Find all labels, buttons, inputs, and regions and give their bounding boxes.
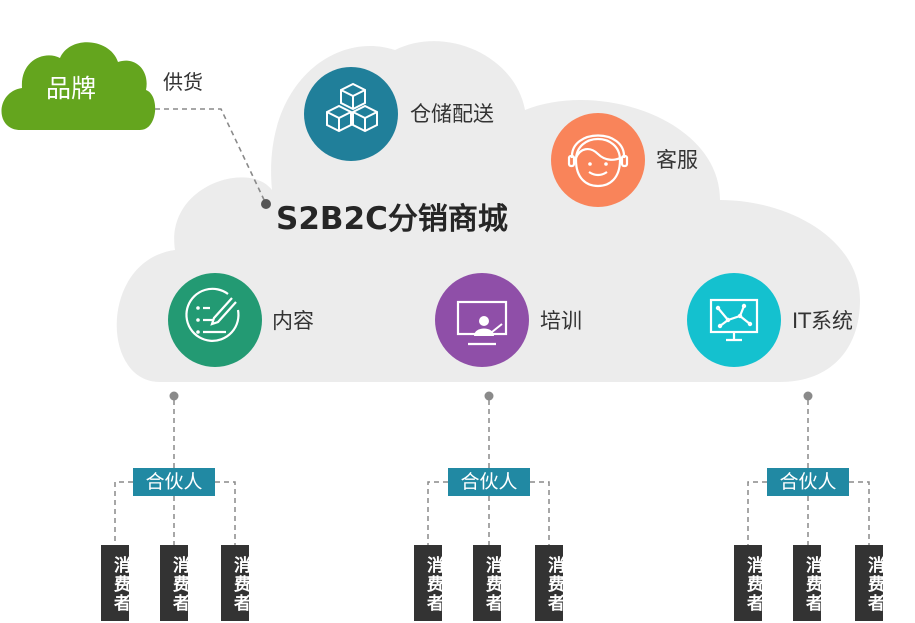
branch-connector xyxy=(114,481,133,545)
platform-title-zh: 分销商城 xyxy=(387,202,508,237)
partner-box: 合伙人 xyxy=(448,468,530,496)
branch-connector xyxy=(849,481,870,545)
boxes-icon xyxy=(304,67,398,161)
main-cloud xyxy=(116,41,860,383)
service-label-content: 内容 xyxy=(272,309,314,333)
branch-connector xyxy=(530,481,550,545)
consumer-box: 消费者 xyxy=(855,545,884,621)
content-edit-icon xyxy=(168,273,262,367)
headset-agent-icon xyxy=(551,113,645,207)
consumer-box: 消费者 xyxy=(221,545,250,621)
service-label-support: 客服 xyxy=(656,148,698,172)
branch-dot xyxy=(169,391,179,401)
platform-title-latin: S2B2C xyxy=(276,201,388,237)
branch-dot xyxy=(484,391,494,401)
consumer-box: 消费者 xyxy=(101,545,130,621)
branch-connector xyxy=(215,481,236,545)
supply-label: 供货 xyxy=(163,70,203,94)
tree-connector-dots xyxy=(169,391,813,401)
branch-connector xyxy=(427,481,448,545)
consumer-box: 消费者 xyxy=(160,545,189,621)
supply-connector-dot xyxy=(261,199,271,209)
network-monitor-icon xyxy=(687,273,781,367)
service-label-training: 培训 xyxy=(540,309,582,333)
branch-dot xyxy=(803,391,813,401)
service-label-warehouse: 仓储配送 xyxy=(410,102,494,126)
consumer-box: 消费者 xyxy=(473,545,502,621)
consumer-box: 消费者 xyxy=(734,545,763,621)
partner-box: 合伙人 xyxy=(133,468,215,496)
brand-label: 品牌 xyxy=(46,74,97,103)
tree-connectors xyxy=(114,400,870,545)
service-label-it: IT系统 xyxy=(792,309,854,333)
brand-cloud xyxy=(1,42,156,130)
branch-connector xyxy=(747,481,767,545)
consumer-box: 消费者 xyxy=(414,545,443,621)
consumer-box: 消费者 xyxy=(535,545,564,621)
presentation-board-icon xyxy=(435,273,529,367)
partner-box: 合伙人 xyxy=(767,468,849,496)
supply-connector xyxy=(155,108,267,205)
consumer-box: 消费者 xyxy=(793,545,822,621)
platform-title: S2B2C分销商城 xyxy=(276,204,508,235)
